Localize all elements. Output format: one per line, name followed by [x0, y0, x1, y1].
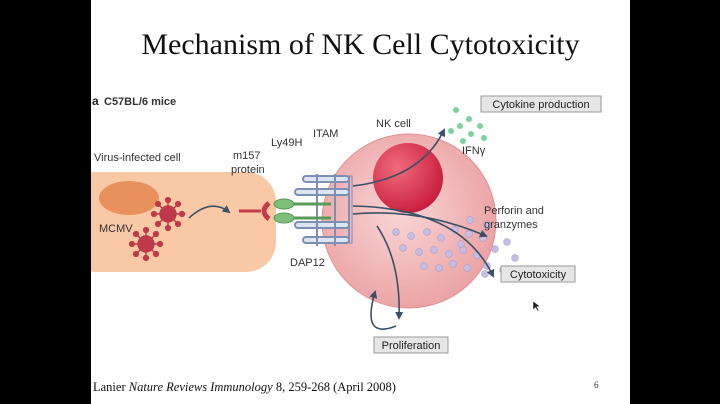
dap12-label: DAP12 [290, 257, 325, 269]
nk-cell-label: NK cell [376, 118, 411, 130]
mcmv-label: MCMV [99, 223, 133, 235]
ifng-cytokines [448, 107, 487, 144]
perforin-label: Perforin and [484, 205, 544, 217]
m157-protein-label: protein [231, 164, 265, 176]
ly49h-label: Ly49H [271, 137, 302, 149]
citation-author: Lanier [93, 380, 129, 394]
cytokine-production-label: Cytokine production [492, 99, 589, 111]
proliferation-cycle-arrow [369, 290, 397, 330]
virus-particle-icon [128, 226, 164, 262]
ly49h-receptor [273, 198, 331, 224]
proliferation-arrow-down [376, 225, 404, 320]
infected-cell-nucleus [99, 181, 159, 215]
virus-particle-icon [150, 196, 186, 232]
cytotoxic-granules [392, 216, 519, 272]
m157-label: m157 [233, 150, 261, 162]
cytokine-arrow [352, 128, 446, 187]
granzymes-label: granzymes [484, 219, 538, 231]
itam-label: ITAM [313, 128, 338, 140]
panel-letter: a [92, 94, 99, 108]
itam-bracket [346, 175, 353, 244]
cytotoxicity-arrow [352, 205, 495, 278]
cytotoxicity-label: Cytotoxicity [510, 269, 567, 281]
virus-infected-cell-label: Virus-infected cell [94, 152, 181, 164]
slide-number: 6 [594, 380, 599, 390]
panel-title: C57BL/6 mice [104, 96, 176, 108]
nk-cytotoxicity-diagram: a C57BL/6 mice Virus-infected cell MCMV [91, 94, 602, 354]
cytotoxicity-box: Cytotoxicity [500, 265, 576, 283]
mouse-cursor-icon [532, 300, 541, 312]
citation-details: 8, 259-268 (April 2008) [272, 380, 396, 394]
citation-journal: Nature Reviews Immunology [128, 380, 273, 394]
cytokine-production-box: Cytokine production [480, 95, 602, 113]
proliferation-box: Proliferation [373, 336, 449, 354]
ly49h-dap12-receptor-complex [294, 174, 350, 246]
slide-title: Mechanism of NK Cell Cytotoxicity [141, 28, 580, 61]
proliferation-label: Proliferation [382, 340, 441, 352]
virus-to-membrane-arrow [188, 205, 231, 219]
granule-arrow [352, 212, 488, 238]
virus-infected-cell [91, 172, 276, 272]
ifng-label: IFNγ [462, 145, 486, 157]
citation: Lanier Nature Reviews Immunology 8, 259-… [93, 380, 396, 395]
m157-ligand [239, 201, 271, 221]
slide: Mechanism of NK Cell Cytotoxicity a C57B… [91, 0, 630, 404]
nk-cell-nucleus [373, 143, 443, 213]
